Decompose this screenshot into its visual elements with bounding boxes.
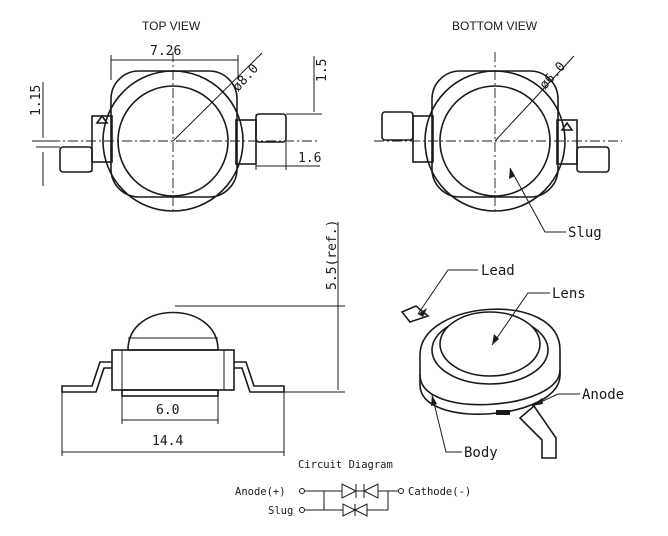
lead-tab — [59, 146, 93, 173]
slug-leader — [509, 167, 566, 233]
callout-body: Body — [464, 445, 498, 461]
side-view-right-lead — [234, 361, 285, 393]
circuit-slug-label: Slug — [268, 505, 293, 517]
side-view-body — [111, 349, 235, 391]
anode-mark — [496, 410, 510, 415]
bottom-view: BOTTOM VIEW ø6.0 Slug — [374, 19, 622, 241]
dim-slug-diameter: ø6.0 — [537, 59, 569, 92]
body-leader — [431, 394, 462, 453]
dim-lead-width: 1.6 — [298, 151, 321, 166]
dim-width-top: 7.26 — [150, 44, 181, 59]
iso-lens — [439, 311, 541, 377]
bottom-view-title: BOTTOM VIEW — [452, 19, 538, 33]
callout-anode: Anode — [582, 387, 624, 403]
iso-lead-right — [518, 404, 557, 459]
dim-lead-offset: 1.5 — [315, 59, 330, 82]
terminal-icon — [398, 488, 404, 494]
isometric-view: Lead Lens Anode Body — [400, 263, 624, 461]
terminal-icon — [299, 507, 305, 513]
diode-icon — [341, 483, 358, 499]
arrow-icon — [492, 334, 499, 345]
diameter-leader — [172, 52, 263, 142]
circuit-anode-label: Anode(+) — [235, 486, 286, 498]
side-view-slug — [121, 389, 219, 397]
side-view-lens-dome — [127, 311, 219, 351]
polarity-mark-icon — [95, 114, 109, 124]
top-view-body — [110, 70, 238, 198]
iso-lead-left — [400, 305, 430, 323]
zener-diode-icon — [362, 483, 379, 499]
callout-lead: Lead — [481, 263, 515, 279]
top-view: TOP VIEW 7.26 ø8.0 — [29, 19, 330, 214]
side-view-left-lead — [61, 361, 112, 393]
side-view: 5.5(ref.) 6.0 14.4 — [61, 220, 345, 456]
bottom-view-right-lead — [556, 119, 610, 173]
dim-lead-height: 1.15 — [29, 85, 44, 116]
callout-slug: Slug — [568, 225, 602, 241]
terminal-icon — [299, 488, 305, 494]
lead-tab — [255, 113, 287, 143]
dim-lens-diameter: ø8.0 — [230, 61, 262, 94]
circuit-diagram: Circuit Diagram Anode(+) Cathode(-) Slug — [235, 459, 471, 517]
top-view-title: TOP VIEW — [142, 19, 201, 33]
lead-leader — [417, 269, 478, 315]
lens-leader — [491, 292, 550, 346]
arrow-icon — [532, 398, 543, 406]
lead-tab — [381, 111, 414, 141]
polarity-mark-icon — [560, 121, 574, 131]
dim-total-length: 14.4 — [152, 434, 183, 449]
bottom-view-left-lead — [381, 111, 434, 163]
arrow-icon — [509, 168, 515, 179]
lead-tab — [576, 146, 610, 173]
dim-height-ref: 5.5(ref.) — [325, 220, 340, 290]
arrow-icon — [431, 395, 437, 406]
circuit-cathode-label: Cathode(-) — [408, 486, 471, 498]
top-view-left-lead — [59, 114, 113, 173]
circuit-title: Circuit Diagram — [298, 459, 393, 471]
arrow-icon — [418, 308, 427, 317]
dim-slug-width: 6.0 — [156, 403, 179, 418]
diameter-leader — [494, 55, 575, 142]
diode-icon — [353, 503, 368, 517]
callout-lens: Lens — [552, 286, 586, 302]
diode-icon — [342, 503, 357, 517]
